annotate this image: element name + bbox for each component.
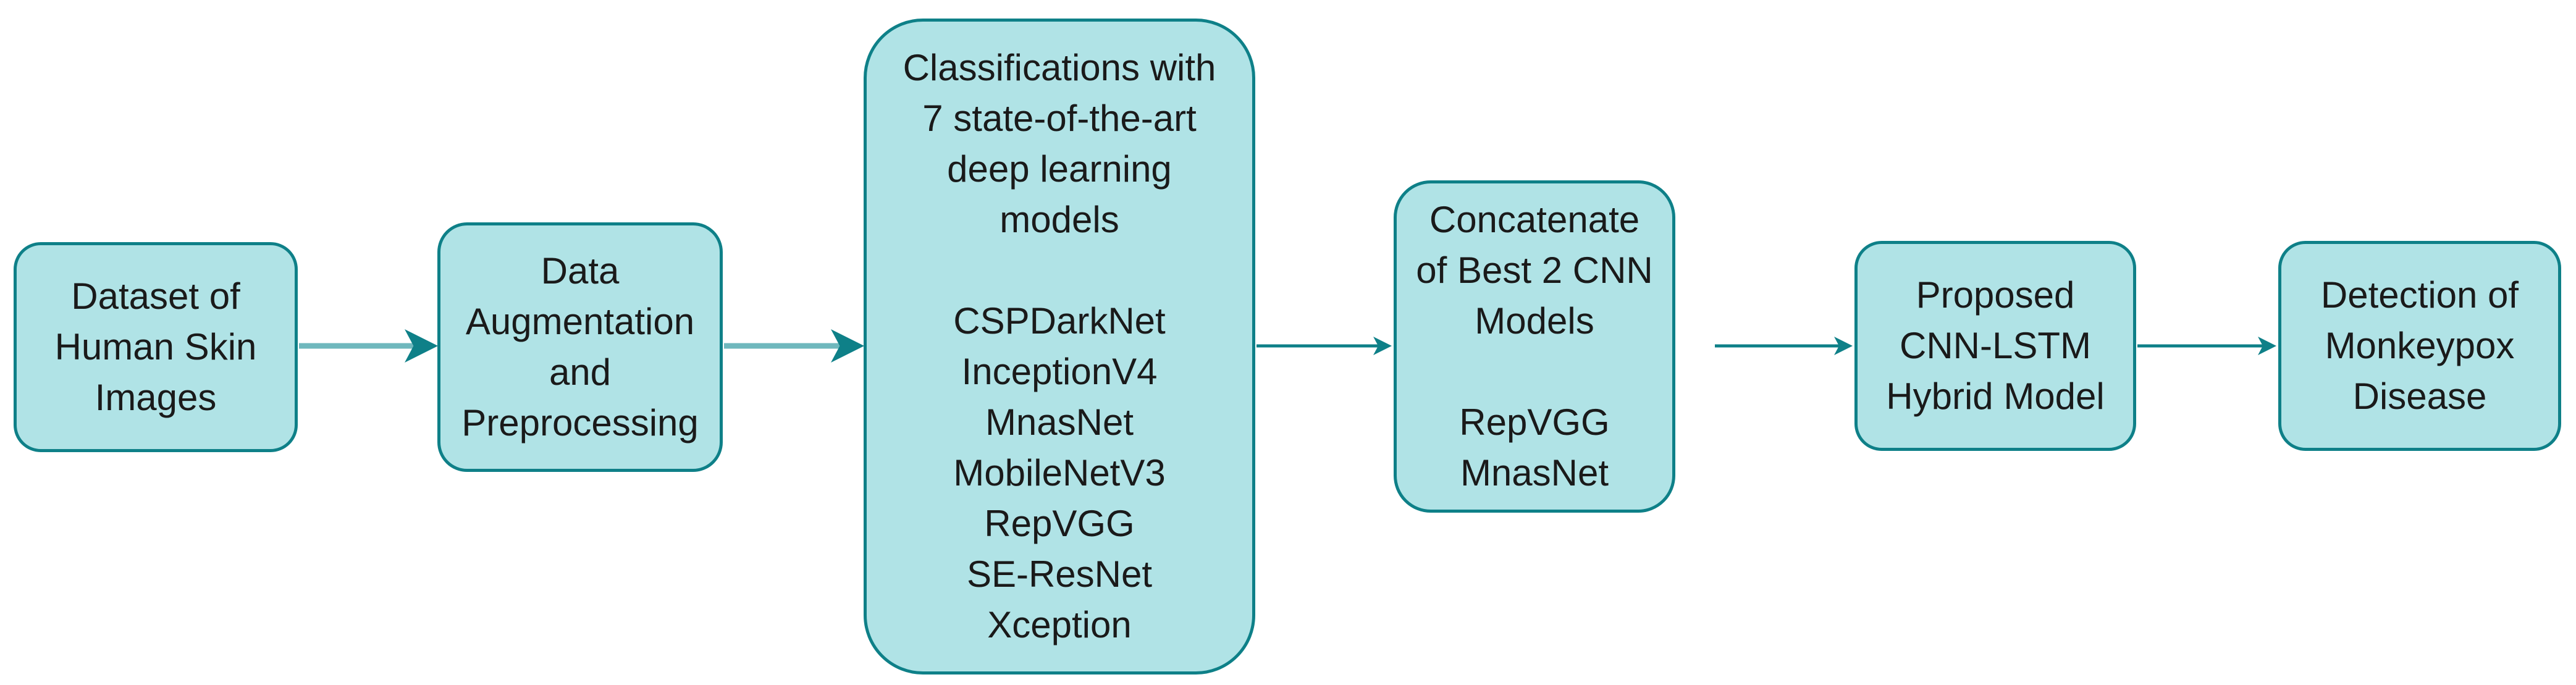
concatenate-label: Concatenate of Best 2 CNN Models RepVGG …: [1416, 195, 1652, 498]
model-name: Xception: [987, 604, 1132, 645]
classification-line: deep learning: [947, 148, 1172, 190]
proposed-line: CNN-LSTM: [1900, 325, 2091, 366]
concatenate-line: Models: [1475, 300, 1594, 342]
dataset-box: Dataset of Human Skin Images: [14, 242, 298, 452]
dataset-line: Human Skin: [54, 326, 257, 368]
model-name: MnasNet: [1460, 452, 1609, 494]
concatenate-box: Concatenate of Best 2 CNN Models RepVGG …: [1394, 180, 1675, 513]
classification-line: 7 state-of-the-art: [922, 98, 1197, 139]
model-name: MnasNet: [985, 401, 1134, 443]
dataset-line: Dataset of: [71, 275, 240, 317]
classification-box: Classifications with 7 state-of-the-art …: [864, 19, 1255, 674]
concatenate-line: Concatenate: [1429, 199, 1640, 240]
augmentation-line: Data: [541, 250, 620, 292]
augmentation-label: Data Augmentation and Preprocessing: [461, 246, 699, 448]
augmentation-line: and: [549, 351, 612, 393]
classification-line: models: [1000, 199, 1119, 240]
model-name: InceptionV4: [961, 351, 1158, 392]
model-name: RepVGG: [1459, 401, 1610, 443]
proposed-model-box: Proposed CNN-LSTM Hybrid Model: [1854, 241, 2136, 451]
proposed-line: Proposed: [1916, 274, 2075, 316]
detection-label: Detection of Monkeypox Disease: [2321, 270, 2519, 422]
dataset-line: Images: [95, 377, 217, 418]
classification-label: Classifications with 7 state-of-the-art …: [903, 43, 1216, 650]
model-name: RepVGG: [984, 503, 1135, 544]
model-name: CSPDarkNet: [953, 300, 1166, 342]
detection-line: Monkeypox: [2325, 325, 2515, 366]
concatenate-line: of Best 2 CNN: [1416, 250, 1653, 291]
proposed-line: Hybrid Model: [1886, 376, 2105, 417]
proposed-label: Proposed CNN-LSTM Hybrid Model: [1886, 270, 2104, 422]
augmentation-line: Preprocessing: [461, 402, 699, 443]
augmentation-box: Data Augmentation and Preprocessing: [437, 222, 723, 472]
detection-line: Detection of: [2320, 274, 2519, 316]
dataset-label: Dataset of Human Skin Images: [55, 271, 257, 423]
detection-box: Detection of Monkeypox Disease: [2278, 241, 2561, 451]
augmentation-line: Augmentation: [465, 301, 695, 342]
classification-line: Classifications with: [903, 47, 1216, 88]
model-name: MobileNetV3: [953, 452, 1166, 494]
model-name: SE-ResNet: [966, 553, 1153, 595]
detection-line: Disease: [2352, 376, 2487, 417]
